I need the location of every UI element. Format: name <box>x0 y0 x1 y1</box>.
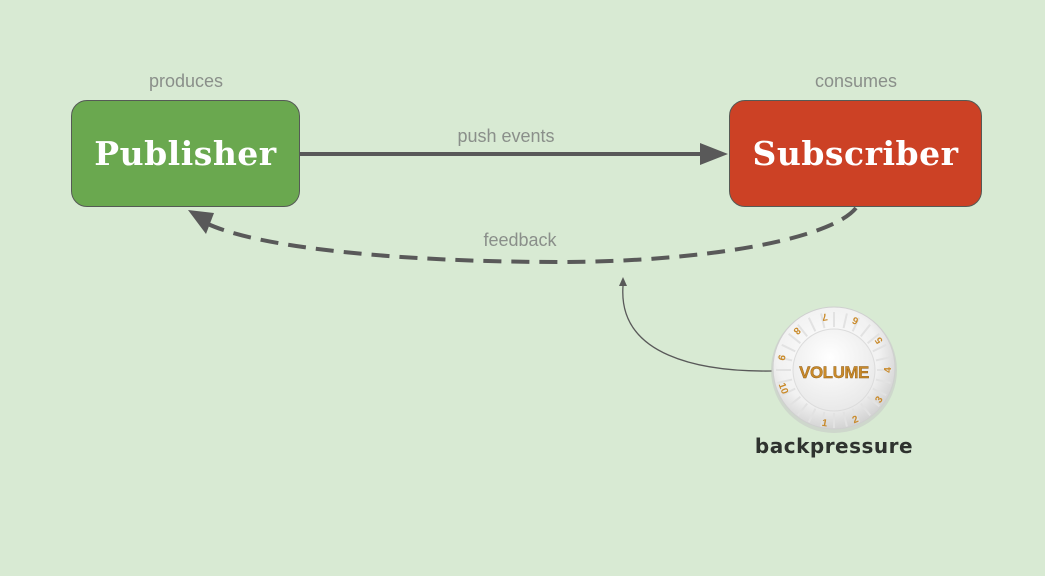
knob-ridge <box>872 343 887 353</box>
knob-scale-mark: 10 <box>776 382 790 397</box>
knob-ridges <box>776 312 892 428</box>
knob-ridge <box>875 378 891 384</box>
knob-scale-mark: 9 <box>775 353 787 361</box>
knob-scale-mark: 5 <box>873 334 885 345</box>
knob-ridge <box>851 317 861 332</box>
knob-ridge <box>777 378 793 384</box>
push-events-arrowhead <box>700 143 728 165</box>
feedback-label: feedback <box>483 230 557 250</box>
knob-ridge <box>842 313 848 329</box>
backpressure-label: backpressure <box>754 434 914 458</box>
knob-ridge <box>781 387 796 397</box>
knob-ridge <box>875 356 891 362</box>
knob-ridge <box>820 411 826 427</box>
subscriber-caption: consumes <box>814 71 898 91</box>
publisher-node[interactable]: Publisher <box>71 100 300 207</box>
knob-ridge <box>820 313 826 329</box>
knob-connector-arrow <box>622 285 773 372</box>
publisher-label: Publisher <box>94 134 277 173</box>
knob-ridge <box>797 324 808 338</box>
knob-scale-mark: 4 <box>883 367 894 373</box>
knob-ridge <box>860 402 871 416</box>
knob-title: VOLUME <box>799 363 869 382</box>
knob-ridge <box>777 356 793 362</box>
knob-ridge <box>781 343 796 353</box>
push-events-label: push events <box>457 126 555 146</box>
knob-ridge <box>866 396 880 407</box>
feedback-arrowhead <box>188 210 214 234</box>
knob-ridge <box>788 396 802 407</box>
knob-ridge <box>851 408 861 423</box>
knob-scale-mark: 1 <box>821 418 829 430</box>
knob-ridge <box>807 317 817 332</box>
feedback-arrow <box>207 206 858 265</box>
knob-ridge <box>866 333 880 344</box>
knob-connector-arrowhead <box>619 277 627 286</box>
knob-ridge <box>807 408 817 423</box>
knob-scale-mark: 6 <box>850 314 860 326</box>
knob-ridge <box>842 411 848 427</box>
knob-scale-mark: 3 <box>873 394 885 405</box>
publisher-caption: produces <box>148 71 224 91</box>
knob-ridge <box>860 324 871 338</box>
subscriber-node[interactable]: Subscriber <box>729 100 982 207</box>
volume-knob[interactable]: 1 2 3 4 5 6 7 8 9 10 VOLUME <box>771 306 897 433</box>
knob-ridge <box>872 387 887 397</box>
knob-ridge <box>788 333 802 344</box>
knob-scale-mark: 8 <box>790 324 802 336</box>
knob-scale: 1 2 3 4 5 6 7 8 9 10 <box>775 310 894 429</box>
knob-ridge <box>797 402 808 416</box>
knob-scale-mark: 2 <box>851 414 861 426</box>
knob-scale-mark: 7 <box>820 310 828 322</box>
subscriber-label: Subscriber <box>752 134 959 173</box>
